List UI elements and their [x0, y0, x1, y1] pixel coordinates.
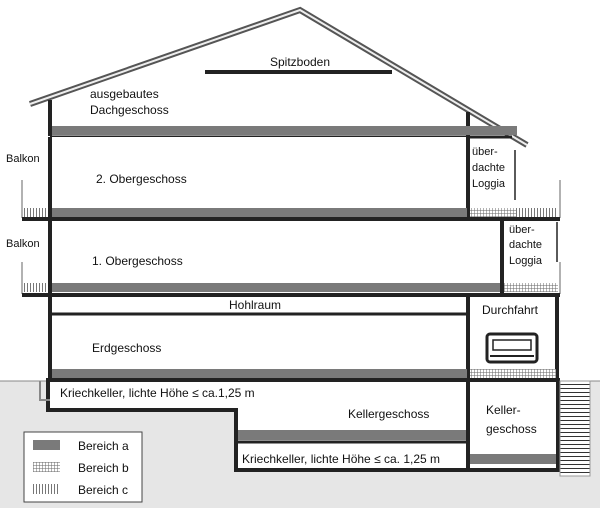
label-og1: 1. Obergeschoss [92, 254, 183, 268]
floor-og2 [21, 137, 561, 221]
label-kriechkeller-bottom: Kriechkeller, lichte Höhe ≤ ca. 1,25 m [242, 452, 440, 466]
label-keller-right-2: geschoss [486, 422, 537, 436]
legend-label-a: Bereich a [78, 439, 129, 453]
legend-label-b: Bereich b [78, 461, 129, 475]
label-durchfahrt: Durchfahrt [482, 303, 539, 317]
legend-swatch-b [33, 462, 60, 472]
label-og2: 2. Obergeschoss [96, 172, 187, 186]
label-loggia1-3: Loggia [509, 255, 543, 267]
label-balkon-bottom: Balkon [6, 238, 40, 250]
legend-swatch-c [33, 484, 60, 494]
floor-eg [48, 295, 559, 382]
label-hohlraum: Hohlraum [229, 298, 281, 312]
roof [29, 6, 529, 148]
label-dach-1: ausgebautes [90, 87, 159, 101]
legend: Bereich a Bereich b Bereich c [23, 431, 143, 503]
label-loggia1-1: über- [509, 224, 535, 236]
stairs [559, 380, 591, 477]
label-dach-2: Dachgeschoss [90, 103, 169, 117]
label-spitzboden: Spitzboden [270, 55, 330, 69]
label-loggia2-1: über- [472, 146, 498, 158]
label-balkon-top: Balkon [6, 153, 40, 165]
label-loggia2-3: Loggia [472, 178, 506, 190]
label-loggia1-2: dachte [509, 239, 542, 251]
legend-swatch-a [33, 440, 60, 450]
label-loggia2-2: dachte [472, 162, 505, 174]
label-kellergeschoss: Kellergeschoss [348, 407, 429, 421]
label-erdgeschoss: Erdgeschoss [92, 341, 161, 355]
car-icon [485, 332, 539, 364]
label-keller-right-1: Keller- [486, 403, 521, 417]
legend-label-c: Bereich c [78, 483, 128, 497]
floor-og1 [21, 219, 561, 297]
label-kriechkeller-top: Kriechkeller, lichte Höhe ≤ ca.1,25 m [60, 386, 255, 400]
